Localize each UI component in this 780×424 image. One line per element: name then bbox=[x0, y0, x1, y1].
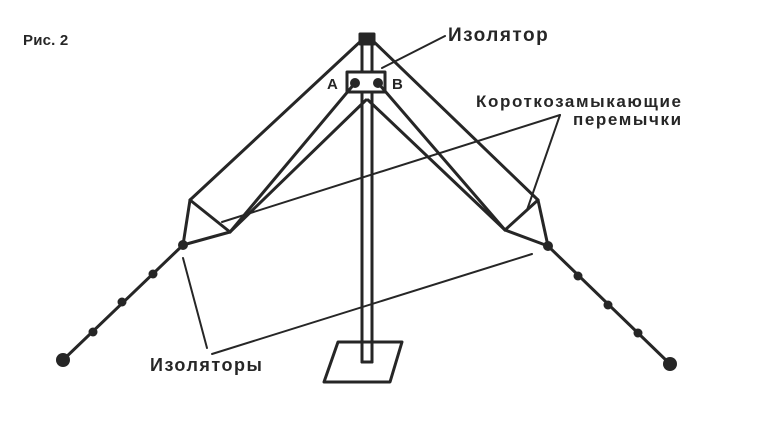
left-bead-2-icon bbox=[117, 297, 127, 307]
left-end-weight-icon bbox=[56, 353, 70, 367]
right-folded-dipole bbox=[366, 38, 550, 248]
right-bead-2-icon bbox=[603, 300, 613, 310]
insulators-label: Изоляторы bbox=[150, 355, 264, 375]
right-junction-insulator-icon bbox=[543, 241, 553, 251]
mast-top-cap bbox=[358, 32, 376, 46]
point-a-label: A bbox=[327, 76, 338, 93]
leader-lines bbox=[182, 35, 561, 355]
left-junction-insulator-icon bbox=[178, 240, 188, 250]
left-bead-3-icon bbox=[88, 327, 98, 337]
right-end-weight-icon bbox=[663, 357, 677, 371]
left-bead-1-icon bbox=[148, 269, 158, 279]
right-bead-3-icon bbox=[633, 328, 643, 338]
insulator-beads bbox=[56, 240, 677, 371]
top-insulator-label: Изолятор bbox=[448, 25, 550, 46]
left-folded-dipole bbox=[181, 38, 368, 247]
point-b-label: B bbox=[392, 76, 403, 93]
shorting-jumpers-label-line2: перемычки bbox=[573, 110, 683, 129]
base-plate-icon bbox=[322, 340, 404, 384]
figure-label: Рис. 2 bbox=[23, 32, 69, 49]
shorting-jumpers-label-line1: Короткозамыкающие bbox=[476, 92, 683, 111]
mast bbox=[360, 38, 374, 364]
right-bead-1-icon bbox=[573, 271, 583, 281]
